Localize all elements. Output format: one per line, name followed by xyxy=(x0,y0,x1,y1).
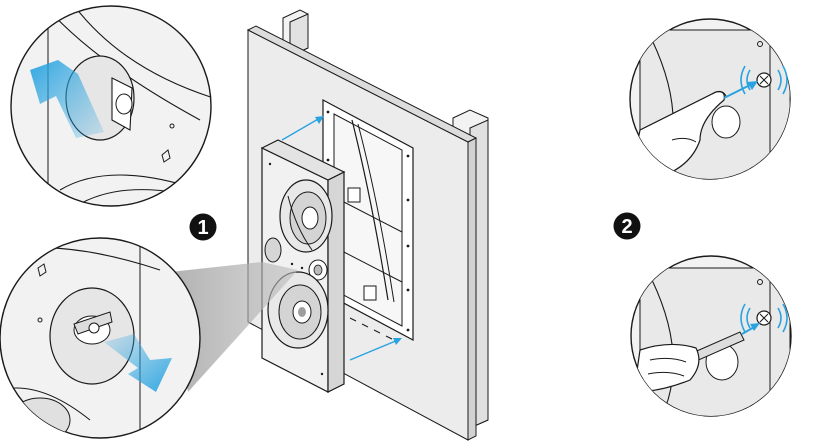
insertion-guide-arrows xyxy=(281,116,402,361)
release-direction-arrow xyxy=(30,60,104,138)
vibration-indicator-icon xyxy=(740,303,788,333)
step-number-2: 2 xyxy=(621,216,632,238)
step-number-1: 1 xyxy=(197,217,208,239)
step-badge-1: 1 xyxy=(189,213,217,241)
detail-circle-step2-top xyxy=(629,18,791,180)
upper-woofer xyxy=(279,179,333,253)
rotate-direction-arrow xyxy=(104,334,172,392)
lower-woofer xyxy=(267,271,329,349)
detail-callout-cone xyxy=(170,262,298,392)
wall-assembly xyxy=(246,9,489,441)
tweeter xyxy=(264,237,328,281)
detail-circle-step1-top xyxy=(10,5,212,207)
mounting-frame xyxy=(322,99,414,341)
detail-circle-step2-bottom xyxy=(630,255,792,417)
vibration-indicator-icon xyxy=(740,65,788,95)
screwdriver-turn-icon xyxy=(633,331,745,393)
step-badge-2: 2 xyxy=(613,212,641,240)
detail-circle-step1-bottom xyxy=(0,237,201,439)
